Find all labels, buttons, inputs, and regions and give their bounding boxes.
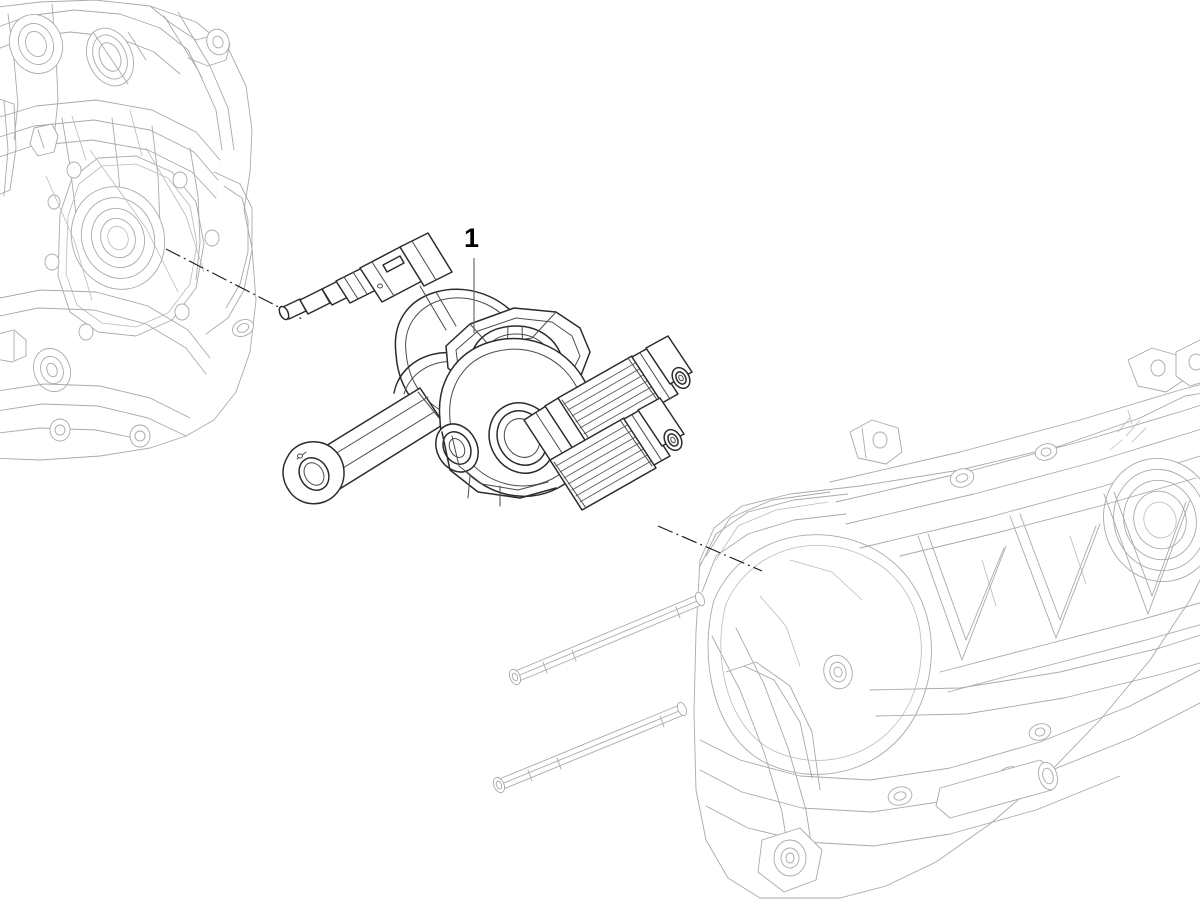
stud-bolt-lower (492, 701, 688, 794)
splined-output-shaft-right (523, 335, 693, 467)
crankcase-right (693, 339, 1200, 899)
callout-1-number: 1 (464, 223, 480, 253)
counterweight-balance-hole (435, 423, 479, 473)
stud-bolt-upper (508, 591, 706, 686)
crankcase-left (0, 0, 257, 461)
connecting-rod (282, 387, 445, 505)
splined-shaft-overlay (549, 397, 685, 511)
tapered-stepped-shaft-left (278, 232, 453, 321)
crankshaft-center-axis-right (657, 525, 763, 572)
crankshaft-assembly (278, 232, 693, 507)
